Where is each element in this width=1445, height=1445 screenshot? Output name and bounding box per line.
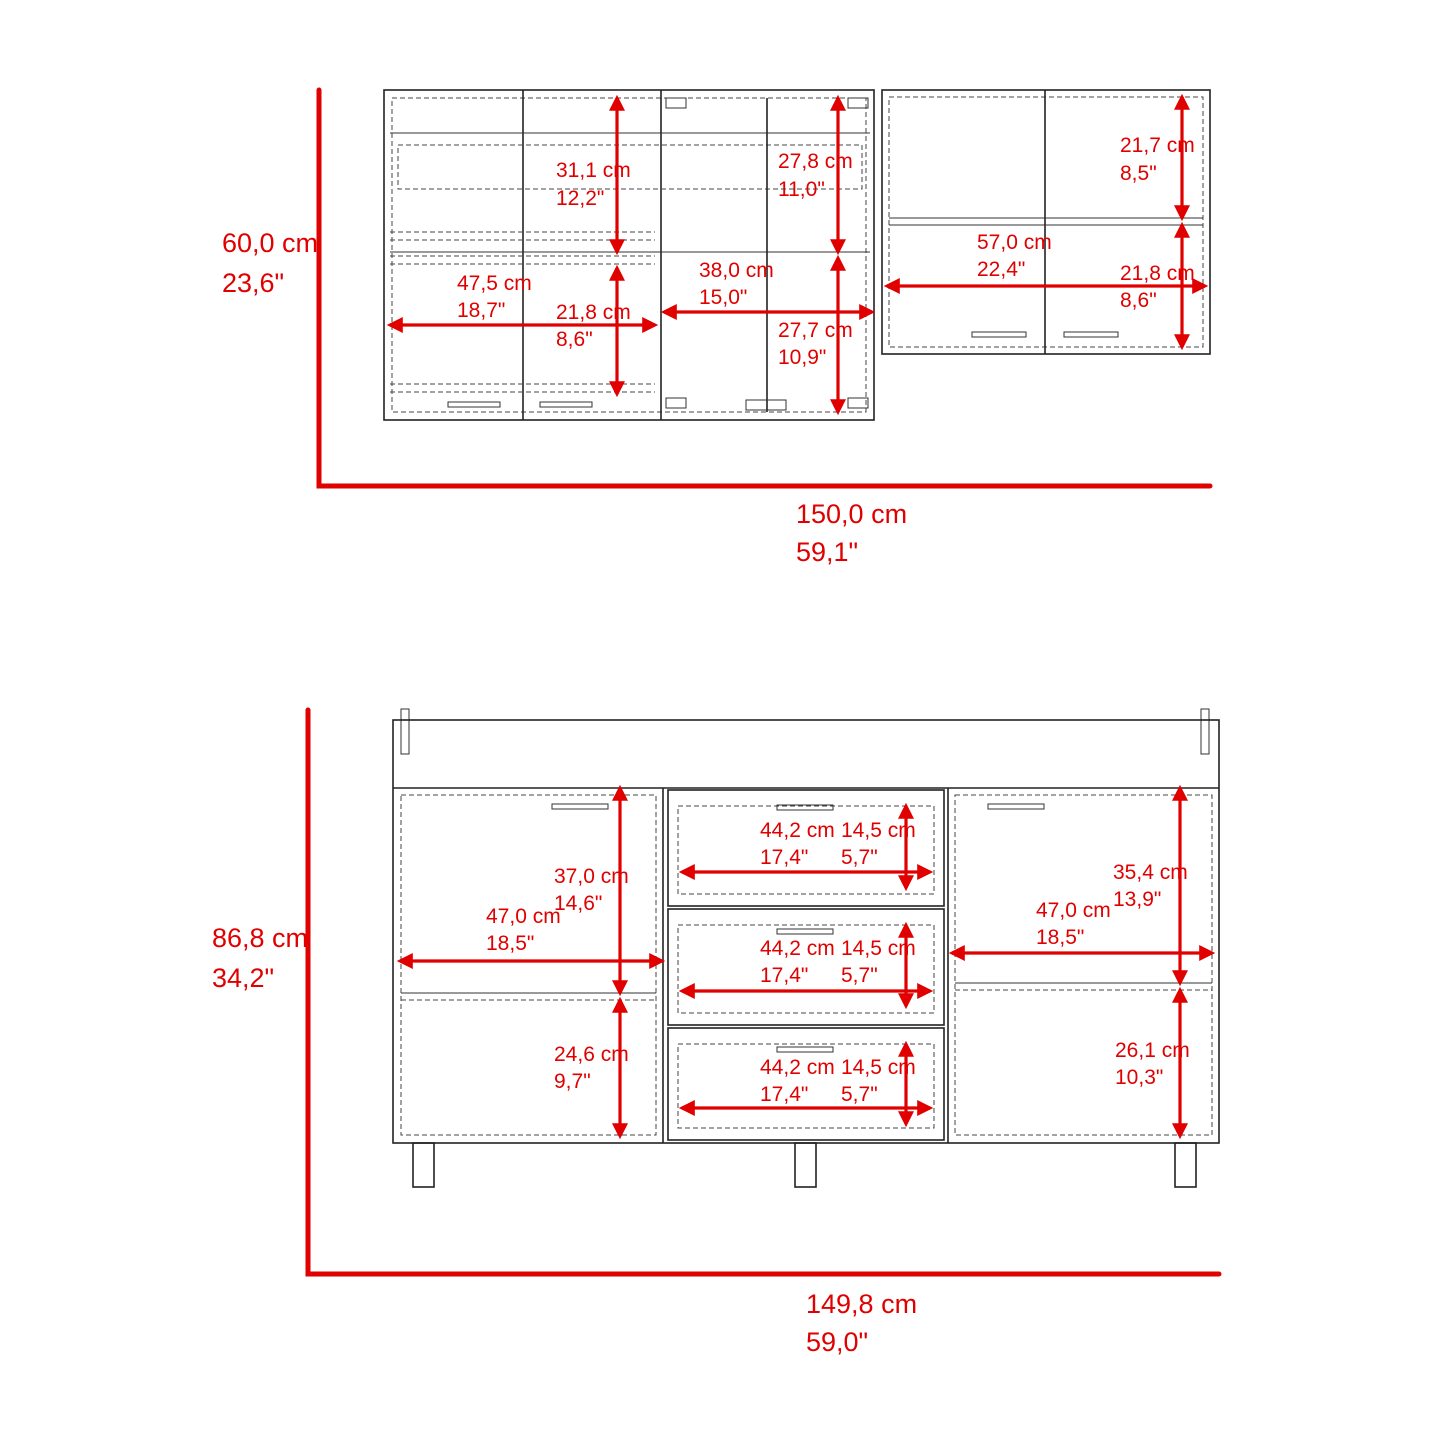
glass-bottom-in: 10,9" — [778, 346, 826, 369]
lower-left-top-in: 14,6" — [554, 892, 602, 915]
lower-right-top-in: 13,9" — [1113, 888, 1161, 911]
upper-height-in: 23,6" — [222, 268, 284, 298]
lower-right-width-cm: 47,0 cm — [1036, 899, 1111, 922]
handle-icon — [551, 803, 609, 810]
drawer-3 — [667, 1027, 945, 1141]
drawer-1-height-cm: 14,5 cm — [841, 819, 916, 842]
upper-width-in: 59,1" — [796, 537, 858, 567]
handle-icon — [971, 331, 1027, 338]
upper-right-top-cm: 21,7 cm — [1120, 134, 1195, 157]
upper-cabinet-drawing — [383, 89, 1211, 421]
drawer-3-width-cm: 44,2 cm — [760, 1056, 835, 1079]
handle-icon — [539, 401, 593, 408]
drawer-3-width-in: 17,4" — [760, 1083, 808, 1106]
upper-axis-lines — [316, 87, 1213, 489]
upper-left-top-in: 12,2" — [556, 187, 604, 210]
lower-height-cm: 86,8 cm — [212, 923, 308, 953]
drawer-2-width-cm: 44,2 cm — [760, 937, 835, 960]
drawer-2-width-in: 17,4" — [760, 964, 808, 987]
lower-left-width-in: 18,5" — [486, 932, 534, 955]
upper-left-bottom-cm: 21,8 cm — [556, 301, 631, 324]
leg — [1174, 1142, 1197, 1188]
handle-icon — [776, 928, 834, 935]
upper-right-width-in: 22,4" — [977, 258, 1025, 281]
lower-left-bottom-in: 9,7" — [554, 1070, 591, 1093]
upper-right-body — [881, 89, 1211, 355]
lower-left-width-cm: 47,0 cm — [486, 905, 561, 928]
upper-left-top-cm: 31,1 cm — [556, 159, 631, 182]
drawer-3-height-cm: 14,5 cm — [841, 1056, 916, 1079]
glass-width-in: 15,0" — [699, 286, 747, 309]
lower-right-bottom-in: 10,3" — [1115, 1066, 1163, 1089]
leg — [412, 1142, 435, 1188]
drawer-2 — [667, 908, 945, 1026]
upper-left-width-cm: 47,5 cm — [457, 272, 532, 295]
upper-right-width-cm: 57,0 cm — [977, 231, 1052, 254]
upper-right-top-in: 8,5" — [1120, 162, 1157, 185]
glass-top-cm: 27,8 cm — [778, 150, 853, 173]
lower-axis-lines — [305, 707, 1222, 1277]
glass-bottom-cm: 27,7 cm — [778, 319, 853, 342]
drawer-1-width-cm: 44,2 cm — [760, 819, 835, 842]
lower-width-in: 59,0" — [806, 1327, 868, 1357]
drawer-2-height-cm: 14,5 cm — [841, 937, 916, 960]
upper-left-bottom-in: 8,6" — [556, 328, 593, 351]
glass-width-cm: 38,0 cm — [699, 259, 774, 282]
upper-left-width-in: 18,7" — [457, 299, 505, 322]
handle-icon — [447, 401, 501, 408]
lower-height-in: 34,2" — [212, 963, 274, 993]
upper-left-body — [383, 89, 875, 421]
drawer-1 — [667, 789, 945, 907]
drawer-3-height-in: 5,7" — [841, 1083, 878, 1106]
handle-icon — [776, 804, 834, 811]
handle-icon — [987, 803, 1045, 810]
lower-left-bottom-cm: 24,6 cm — [554, 1043, 629, 1066]
lower-right-width-in: 18,5" — [1036, 926, 1084, 949]
leg — [794, 1142, 817, 1188]
lower-left-top-cm: 37,0 cm — [554, 865, 629, 888]
upper-width-cm: 150,0 cm — [796, 499, 907, 529]
lower-right-top-cm: 35,4 cm — [1113, 861, 1188, 884]
handle-icon — [776, 1046, 834, 1053]
upper-right-bottom-in: 8,6" — [1120, 289, 1157, 312]
glass-top-in: 11,0" — [778, 178, 825, 201]
upper-height-cm: 60,0 cm — [222, 228, 318, 258]
drawer-1-height-in: 5,7" — [841, 846, 878, 869]
drawer-1-width-in: 17,4" — [760, 846, 808, 869]
handle-icon — [1063, 331, 1119, 338]
lower-width-cm: 149,8 cm — [806, 1289, 917, 1319]
upper-right-bottom-cm: 21,8 cm — [1120, 262, 1195, 285]
drawer-2-height-in: 5,7" — [841, 964, 878, 987]
lower-right-bottom-cm: 26,1 cm — [1115, 1039, 1190, 1062]
